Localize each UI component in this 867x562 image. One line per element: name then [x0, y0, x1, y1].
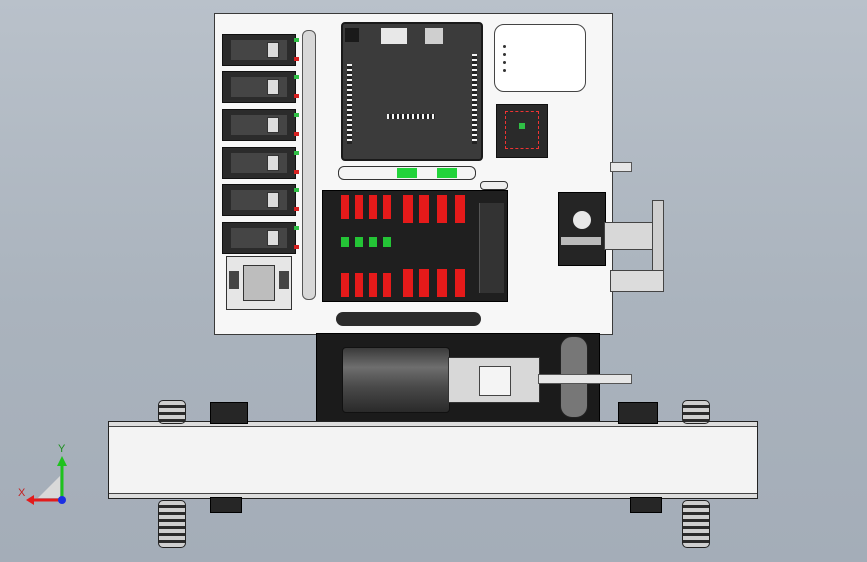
mounting-rail	[302, 30, 316, 300]
y-arrow-icon	[57, 456, 67, 466]
motor-controller	[222, 184, 299, 216]
motor	[342, 347, 450, 413]
motor-controller	[222, 147, 299, 179]
bracket	[652, 200, 664, 280]
cable-slot	[336, 312, 481, 326]
axis-triad: Y X	[18, 443, 67, 505]
shaft	[610, 162, 632, 172]
gearbox	[448, 357, 540, 403]
z-axis-dot	[58, 496, 66, 504]
motor-controller	[222, 222, 299, 254]
wheel	[158, 500, 186, 548]
gearbox-block	[630, 497, 662, 513]
bus-bar	[338, 166, 476, 180]
x-axis-label: X	[18, 487, 26, 499]
bracket	[610, 270, 664, 292]
drive-shaft	[538, 374, 632, 384]
gearbox-block	[210, 497, 242, 513]
gearbox-block	[618, 402, 658, 424]
bus-clip	[480, 181, 508, 190]
motor-controller	[222, 71, 299, 103]
motor-controller	[222, 34, 299, 66]
wheel	[682, 400, 710, 424]
radio-module	[494, 24, 586, 92]
wheel	[682, 500, 710, 548]
chassis-frame	[108, 421, 758, 499]
voltage-regulator	[496, 104, 548, 158]
main-breaker	[558, 192, 606, 266]
wheel	[158, 400, 186, 424]
gearbox-block	[210, 402, 248, 424]
motor-controller	[222, 109, 299, 141]
power-distribution-board	[322, 190, 508, 302]
sensor-module	[226, 256, 292, 310]
linkage	[604, 222, 660, 250]
main-controller	[341, 22, 483, 161]
x-arrow-icon	[26, 495, 34, 505]
y-axis-label: Y	[58, 443, 66, 455]
